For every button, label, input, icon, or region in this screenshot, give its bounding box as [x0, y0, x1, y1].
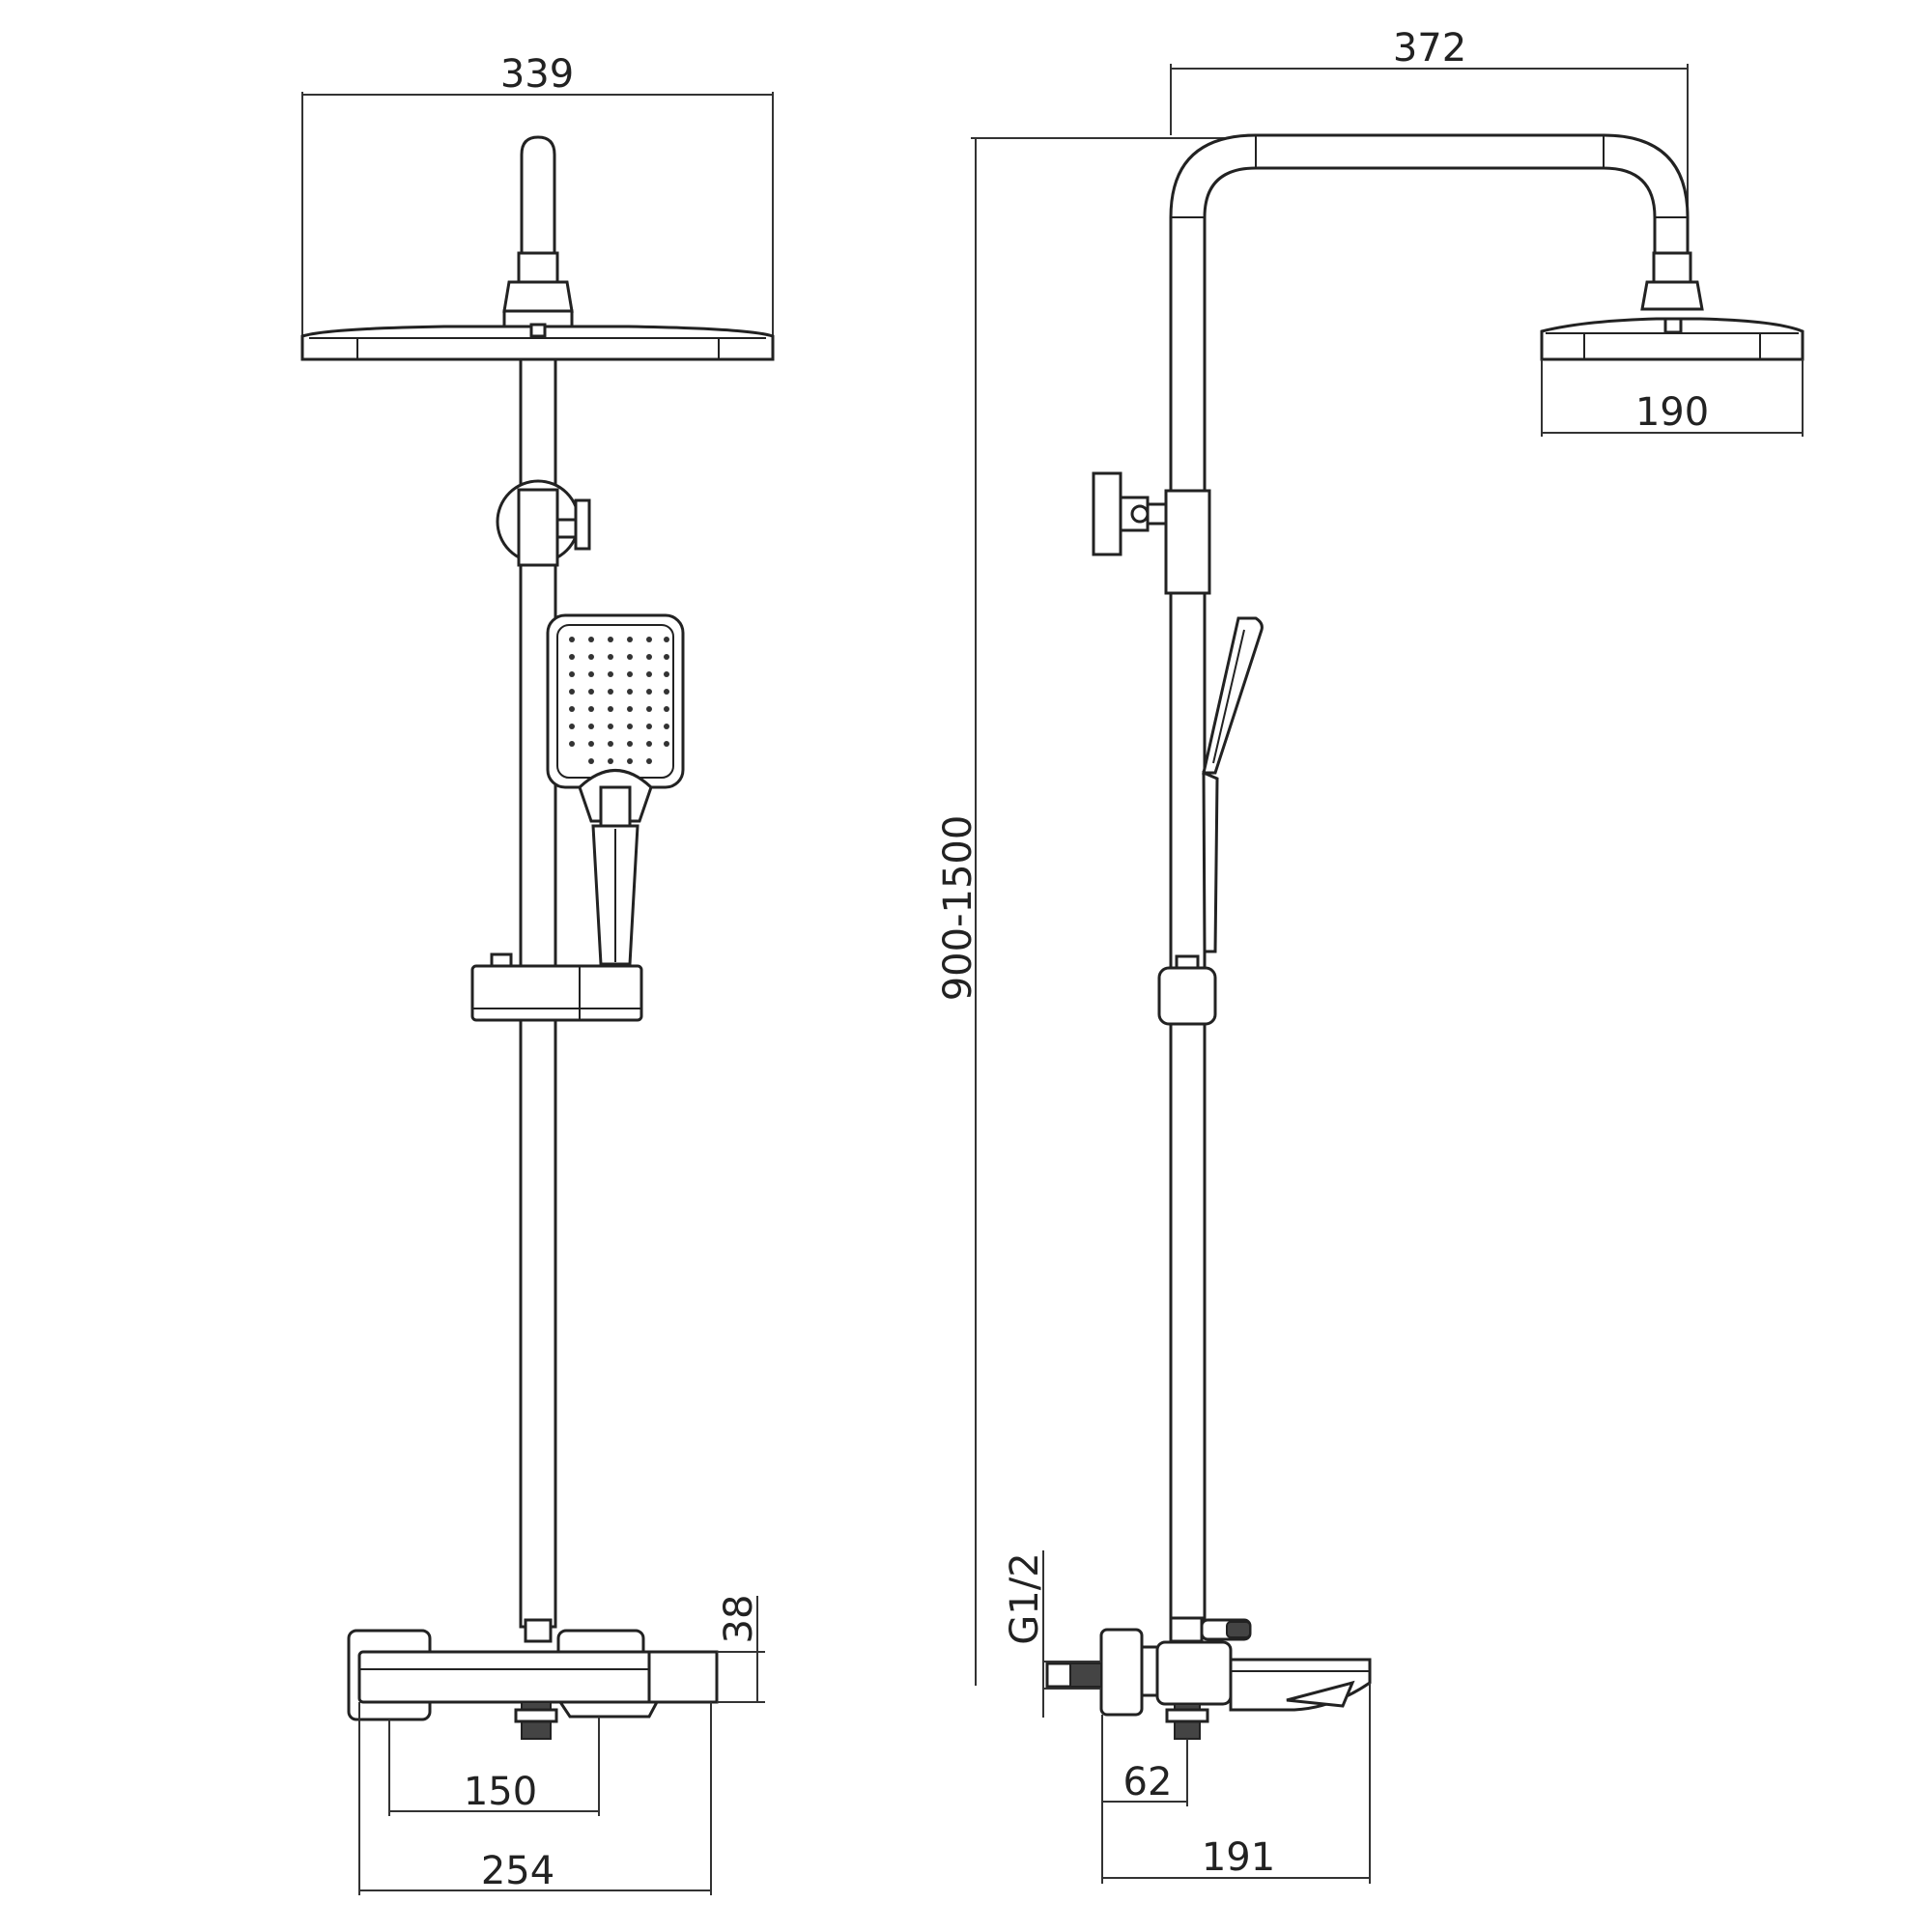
dim-wall-to-outlet: 62 — [1101, 1715, 1188, 1884]
label-outlet-spacing: 150 — [464, 1770, 537, 1814]
front-view: 339 — [300, 52, 775, 1895]
label-head-width: 339 — [500, 52, 574, 97]
side-view: 372 900-1500 190 — [936, 26, 1804, 1884]
dim-outlet-spacing: 150 — [388, 1717, 600, 1816]
front-hand-shower[interactable] — [546, 613, 685, 966]
front-slide-holder[interactable] — [470, 952, 643, 1022]
hand-shower-spray-pattern — [569, 637, 669, 764]
side-bath-mixer[interactable] — [1045, 1616, 1372, 1740]
dim-spout-to-outlet: 38 — [717, 1595, 765, 1703]
front-arm-nut — [517, 251, 559, 284]
dim-mixer-width: 254 — [358, 1702, 712, 1895]
dim-height-range: 900-1500 — [936, 137, 1294, 1686]
label-thread: G1/2 — [1003, 1552, 1047, 1644]
label-spout-to-outlet: 38 — [717, 1595, 761, 1644]
front-overhead-head — [300, 323, 775, 361]
dim-head-diameter: 190 — [1541, 359, 1804, 437]
side-wall-flange — [1099, 1628, 1144, 1717]
label-wall-to-outlet: 62 — [1123, 1760, 1173, 1804]
label-head-diameter: 190 — [1635, 390, 1709, 435]
side-slide-holder[interactable] — [1157, 954, 1217, 1026]
label-mixer-width: 254 — [481, 1849, 554, 1893]
side-mixer-body — [1155, 1640, 1233, 1706]
dim-head-width: 339 — [301, 52, 774, 359]
front-shower-arm — [520, 135, 556, 255]
side-wall-bracket — [1092, 471, 1211, 595]
side-overhead-head — [1540, 251, 1804, 361]
front-mixer-spout — [647, 1650, 719, 1704]
side-hand-shower[interactable] — [1202, 616, 1264, 953]
dim-mixer-depth: 191 — [1102, 1683, 1371, 1884]
dim-thread: G1/2 — [1003, 1550, 1101, 1718]
label-height-range: 900-1500 — [936, 815, 980, 1002]
front-head-connector — [502, 280, 574, 313]
label-arm-reach: 372 — [1393, 26, 1466, 71]
front-wall-bracket — [496, 479, 591, 567]
label-mixer-depth: 191 — [1202, 1835, 1275, 1880]
front-bath-mixer[interactable] — [347, 1618, 719, 1740]
